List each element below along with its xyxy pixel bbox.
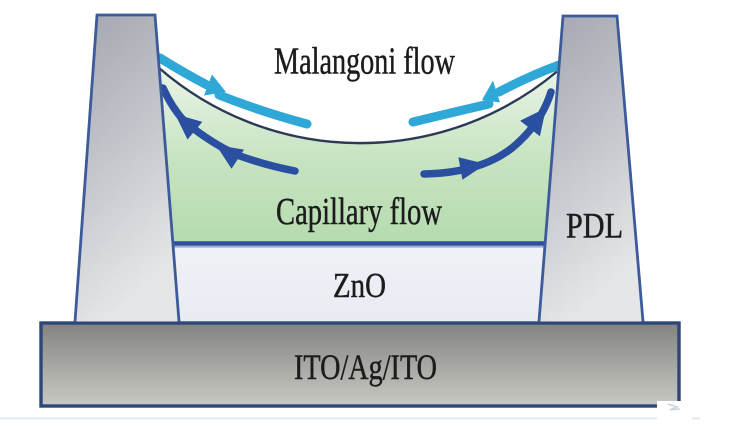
svg-text:PDL: PDL [566, 206, 623, 246]
svg-text:ITO/Ag/ITO: ITO/Ag/ITO [294, 347, 437, 387]
svg-text:Capillary flow: Capillary flow [276, 191, 442, 233]
svg-text:ZnO: ZnO [333, 266, 386, 305]
svg-text:Malangoni flow: Malangoni flow [274, 41, 455, 83]
